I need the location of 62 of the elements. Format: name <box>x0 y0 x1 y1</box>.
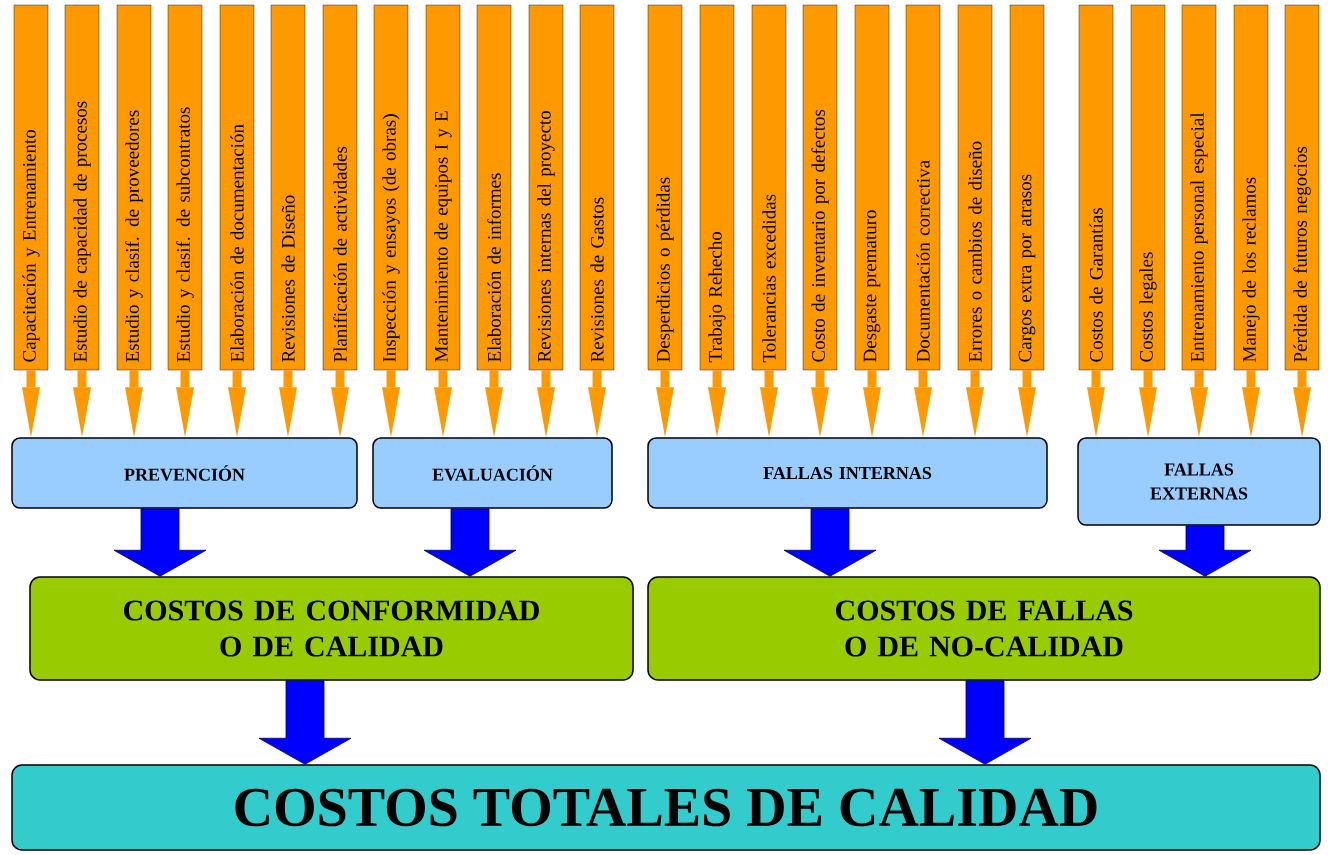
arrow <box>176 370 194 438</box>
arrow <box>73 370 91 438</box>
arrow <box>588 370 606 438</box>
arrow <box>125 370 143 438</box>
cost-item-box: Elaboración de documentación <box>219 4 255 371</box>
cost-item-box: Desperdicios o pérdidas <box>647 4 683 371</box>
cost-item-box: Inspección y ensayos (de obras) <box>373 4 409 371</box>
arrow <box>863 370 881 438</box>
arrow <box>811 370 829 438</box>
arrow <box>537 370 555 438</box>
cost-item-box: Costos legales <box>1130 4 1166 371</box>
block-arrow <box>258 680 352 765</box>
cost-item-box: Planificación de actividades <box>322 4 358 371</box>
arrow <box>434 370 452 438</box>
arrow <box>708 370 726 438</box>
block-arrow <box>423 508 517 577</box>
cost-group-box: COSTOS DE FALLAS O DE NO-CALIDAD <box>647 576 1321 681</box>
arrow <box>1242 370 1260 438</box>
cost-item-box: Estudio y clasif. de subcontratos <box>167 4 203 371</box>
block-arrow <box>113 508 207 577</box>
arrow <box>1018 370 1036 438</box>
cost-item-box: Manejo de los reclamos <box>1233 4 1269 371</box>
cost-item-box: Revisiones de Diseño <box>270 4 306 371</box>
arrow <box>1087 370 1105 438</box>
cost-item-box: Documentación correctiva <box>905 4 941 371</box>
cost-item-box: Revisiones internas del proyecto <box>528 4 564 371</box>
cost-item-box: Costos de Garantías <box>1078 4 1114 371</box>
cost-item-box: Costo de inventario por defectos <box>802 4 838 371</box>
category-box: FALLAS INTERNAS <box>647 437 1048 509</box>
cost-item-box: Mantenimiento de equipos I y E <box>425 4 461 371</box>
arrow <box>1139 370 1157 438</box>
cost-item-box: Pérdida de futuros negocios <box>1284 4 1320 371</box>
arrow <box>966 370 984 438</box>
total-box: COSTOS TOTALES DE CALIDAD <box>11 764 1321 851</box>
arrow <box>382 370 400 438</box>
cost-item-box: Capacitación y Entrenamiento <box>13 4 49 371</box>
arrow <box>22 370 40 438</box>
arrow <box>1190 370 1208 438</box>
category-box: FALLAS EXTERNAS <box>1077 437 1321 526</box>
category-box: EVALUACIÓN <box>372 437 613 509</box>
cost-item-box: Tolerancias excedidas <box>751 4 787 371</box>
arrow <box>1293 370 1311 438</box>
cost-group-box: COSTOS DE CONFORMIDAD O DE CALIDAD <box>29 576 634 681</box>
cost-item-box: Errores o cambios de diseño <box>957 4 993 371</box>
arrow <box>914 370 932 438</box>
cost-item-box: Cargos extra por atrasos <box>1009 4 1045 371</box>
arrow <box>228 370 246 438</box>
arrow <box>656 370 674 438</box>
block-arrow <box>1158 525 1252 577</box>
cost-item-box: Estudio de capacidad de procesos <box>64 4 100 371</box>
cost-item-box: Revisiones de Gastos <box>579 4 615 371</box>
category-box: PREVENCIÓN <box>11 437 358 509</box>
arrow <box>279 370 297 438</box>
block-arrow <box>783 508 877 577</box>
cost-item-box: Entrenamiento personal especial <box>1181 4 1217 371</box>
cost-item-box: Desgaste prematuro <box>854 4 890 371</box>
cost-item-box: Estudio y clasif. de proveedores <box>116 4 152 371</box>
block-arrow <box>938 680 1032 765</box>
arrow <box>485 370 503 438</box>
cost-item-box: Elaboración de informes <box>476 4 512 371</box>
cost-item-box: Trabajo Rehecho <box>699 4 735 371</box>
arrow <box>331 370 349 438</box>
